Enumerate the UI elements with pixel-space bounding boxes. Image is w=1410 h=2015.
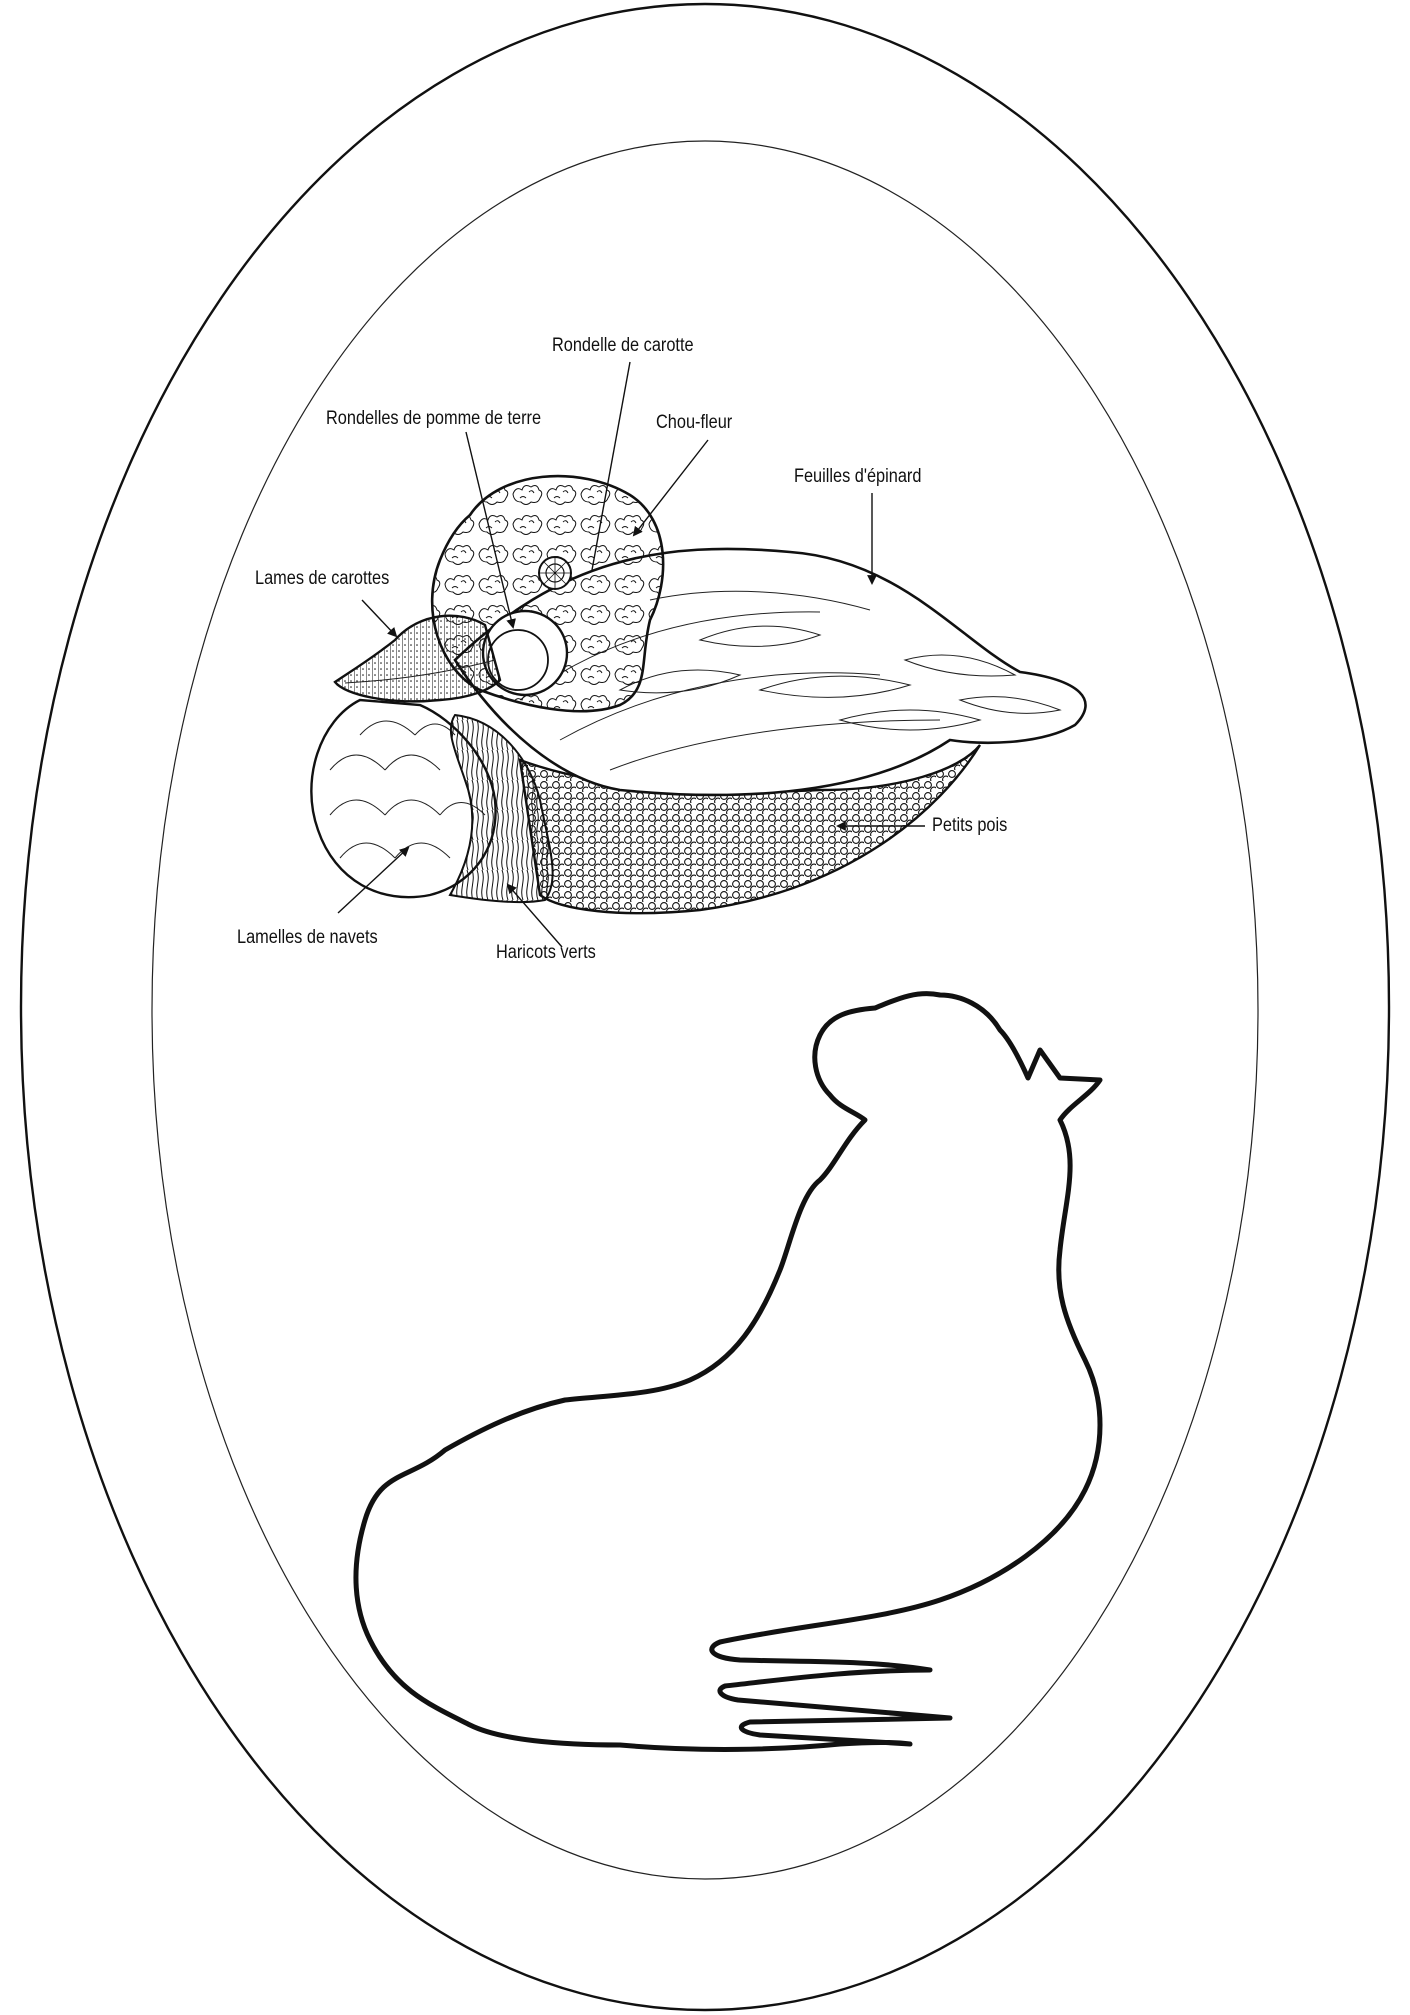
vegetable-duck-illustration xyxy=(311,476,1085,913)
leader-cauliflower xyxy=(634,440,708,535)
label-potato-slices: Rondelles de pomme de terre xyxy=(326,407,541,428)
label-turnip-slices: Lamelles de navets xyxy=(237,926,378,947)
label-green-beans: Haricots verts xyxy=(496,941,596,962)
label-carrot-strips: Lames de carottes xyxy=(255,567,389,588)
label-carrot-slice: Rondelle de carotte xyxy=(552,334,694,355)
duck-eye-carrot-slice xyxy=(539,557,571,589)
duck-beak-carrot-strips xyxy=(335,616,500,702)
platter xyxy=(21,4,1389,2010)
platter-inner-rim xyxy=(152,141,1258,1879)
leader-carrot-strips xyxy=(362,600,396,636)
label-peas: Petits pois xyxy=(932,814,1007,835)
label-cauliflower: Chou-fleur xyxy=(656,411,732,432)
platter-outer-rim xyxy=(21,4,1389,2010)
rooster-outline xyxy=(356,994,1100,1750)
label-spinach-leaves: Feuilles d'épinard xyxy=(794,465,921,486)
